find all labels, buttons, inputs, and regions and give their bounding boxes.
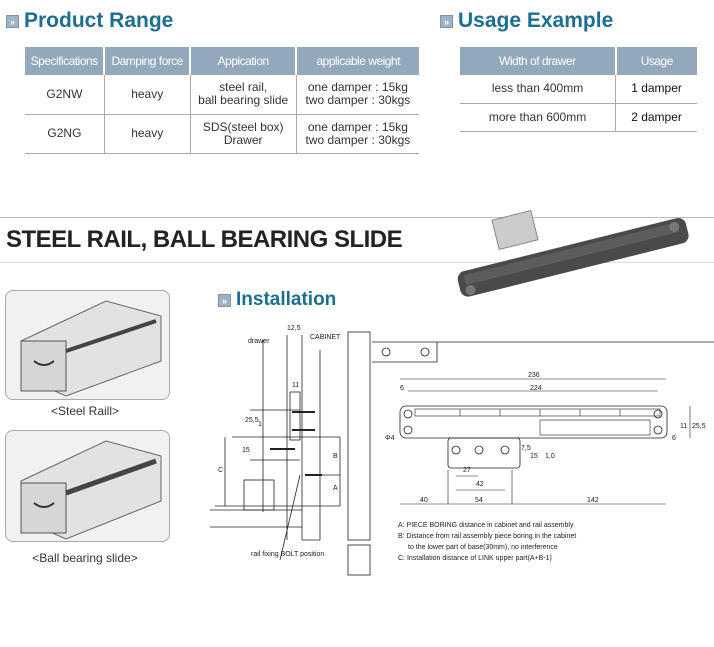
- double-chevron-icon: »: [6, 14, 19, 28]
- double-chevron-icon: »: [218, 293, 231, 307]
- dim-40: 40: [420, 497, 428, 504]
- dim-27: 27: [463, 467, 471, 474]
- weight-line: one damper : 15kg: [307, 80, 408, 95]
- installation-title-text: Installation: [236, 289, 337, 310]
- dim-25-5-right: 25,5: [692, 423, 706, 430]
- header-weight: applicable weight: [296, 47, 419, 75]
- ball-bearing-caption: <Ball bearing slide>: [32, 551, 138, 565]
- note-a: A: PIECE BORING distance in cabinet and …: [398, 522, 574, 529]
- header-damping-force: Damping force: [104, 47, 192, 75]
- dim-6: 6: [400, 385, 404, 392]
- app-cell: steel rail,ball bearing slide: [190, 75, 297, 115]
- header-application: Appication: [190, 47, 298, 75]
- usage-cell: 1 damper: [615, 75, 697, 104]
- header-specifications: Specifications: [25, 47, 106, 75]
- dim-15b: 15: [530, 453, 538, 460]
- dim-25-5: 25,5: [245, 417, 259, 424]
- usage-title-text: Usage Example: [458, 9, 614, 32]
- app-line: SDS(steel box): [202, 119, 284, 134]
- divider: [0, 217, 714, 218]
- app-line: Drawer: [223, 132, 263, 147]
- dim-phi-4: Φ4: [385, 435, 395, 442]
- damper-product-image: [457, 210, 689, 297]
- note-c: C: Installation distance of LINK upper p…: [398, 555, 552, 562]
- note-b-cont: to the lower part of base(30mm), no inte…: [408, 544, 558, 551]
- dim-12-5: 12,5: [287, 325, 301, 332]
- section-title: STEEL RAIL, BALL BEARING SLIDE: [6, 226, 403, 253]
- dim-1: 1: [258, 421, 262, 428]
- weight-line: one damper : 15kg: [307, 119, 408, 134]
- ball-bearing-photo: [5, 430, 170, 542]
- label-drawer: drawer: [248, 338, 270, 345]
- force-cell: heavy: [104, 114, 191, 154]
- dim-6-right: 6: [672, 435, 676, 442]
- app-line: steel rail,: [219, 80, 268, 95]
- app-cell: SDS(steel box)Drawer: [190, 114, 297, 154]
- width-cell: more than 600mm: [460, 103, 617, 132]
- force-cell: heavy: [104, 75, 191, 115]
- dim-54: 54: [475, 497, 483, 504]
- app-line: ball bearing slide: [198, 93, 289, 108]
- weight-line: two damper : 30kgs: [305, 132, 411, 147]
- dim-11: 11: [292, 382, 299, 389]
- steel-rail-caption: <Steel Raill>: [50, 404, 120, 418]
- dim-7-5: 7,5: [521, 445, 531, 452]
- label-cabinet: CABINET: [310, 334, 341, 341]
- product-range-title: » Product Range: [6, 9, 173, 33]
- dim-11-right: 11: [680, 423, 687, 430]
- dim-a: A: [333, 485, 338, 492]
- width-cell: less than 400mm: [460, 75, 617, 104]
- dim-224: 224: [530, 385, 542, 392]
- dim-c: C: [218, 467, 223, 474]
- header-width: Width of drawer: [460, 47, 617, 75]
- divider: [0, 262, 714, 263]
- usage-cell: 2 damper: [615, 103, 697, 132]
- double-chevron-icon: »: [440, 14, 453, 28]
- dim-142: 142: [587, 497, 599, 504]
- dim-1-0: 1,0: [545, 453, 555, 460]
- note-b: B: Distance from rail assembly piece bor…: [398, 533, 576, 540]
- dim-15: 15: [242, 447, 250, 454]
- spec-cell: G2NW: [25, 75, 105, 115]
- label-bolt-position: rail fixing BOLT position: [251, 551, 324, 558]
- product-range-title-text: Product Range: [24, 9, 174, 32]
- steel-rail-photo: [5, 290, 170, 400]
- dim-b: B: [333, 453, 338, 460]
- installation-title: » Installation: [218, 289, 336, 311]
- header-usage: Usage: [615, 47, 697, 75]
- spec-cell: G2NG: [25, 114, 105, 154]
- weight-line: two damper : 30kgs: [305, 93, 411, 108]
- dim-236: 236: [528, 372, 540, 379]
- dim-42: 42: [476, 481, 484, 488]
- usage-example-title: » Usage Example: [440, 9, 613, 33]
